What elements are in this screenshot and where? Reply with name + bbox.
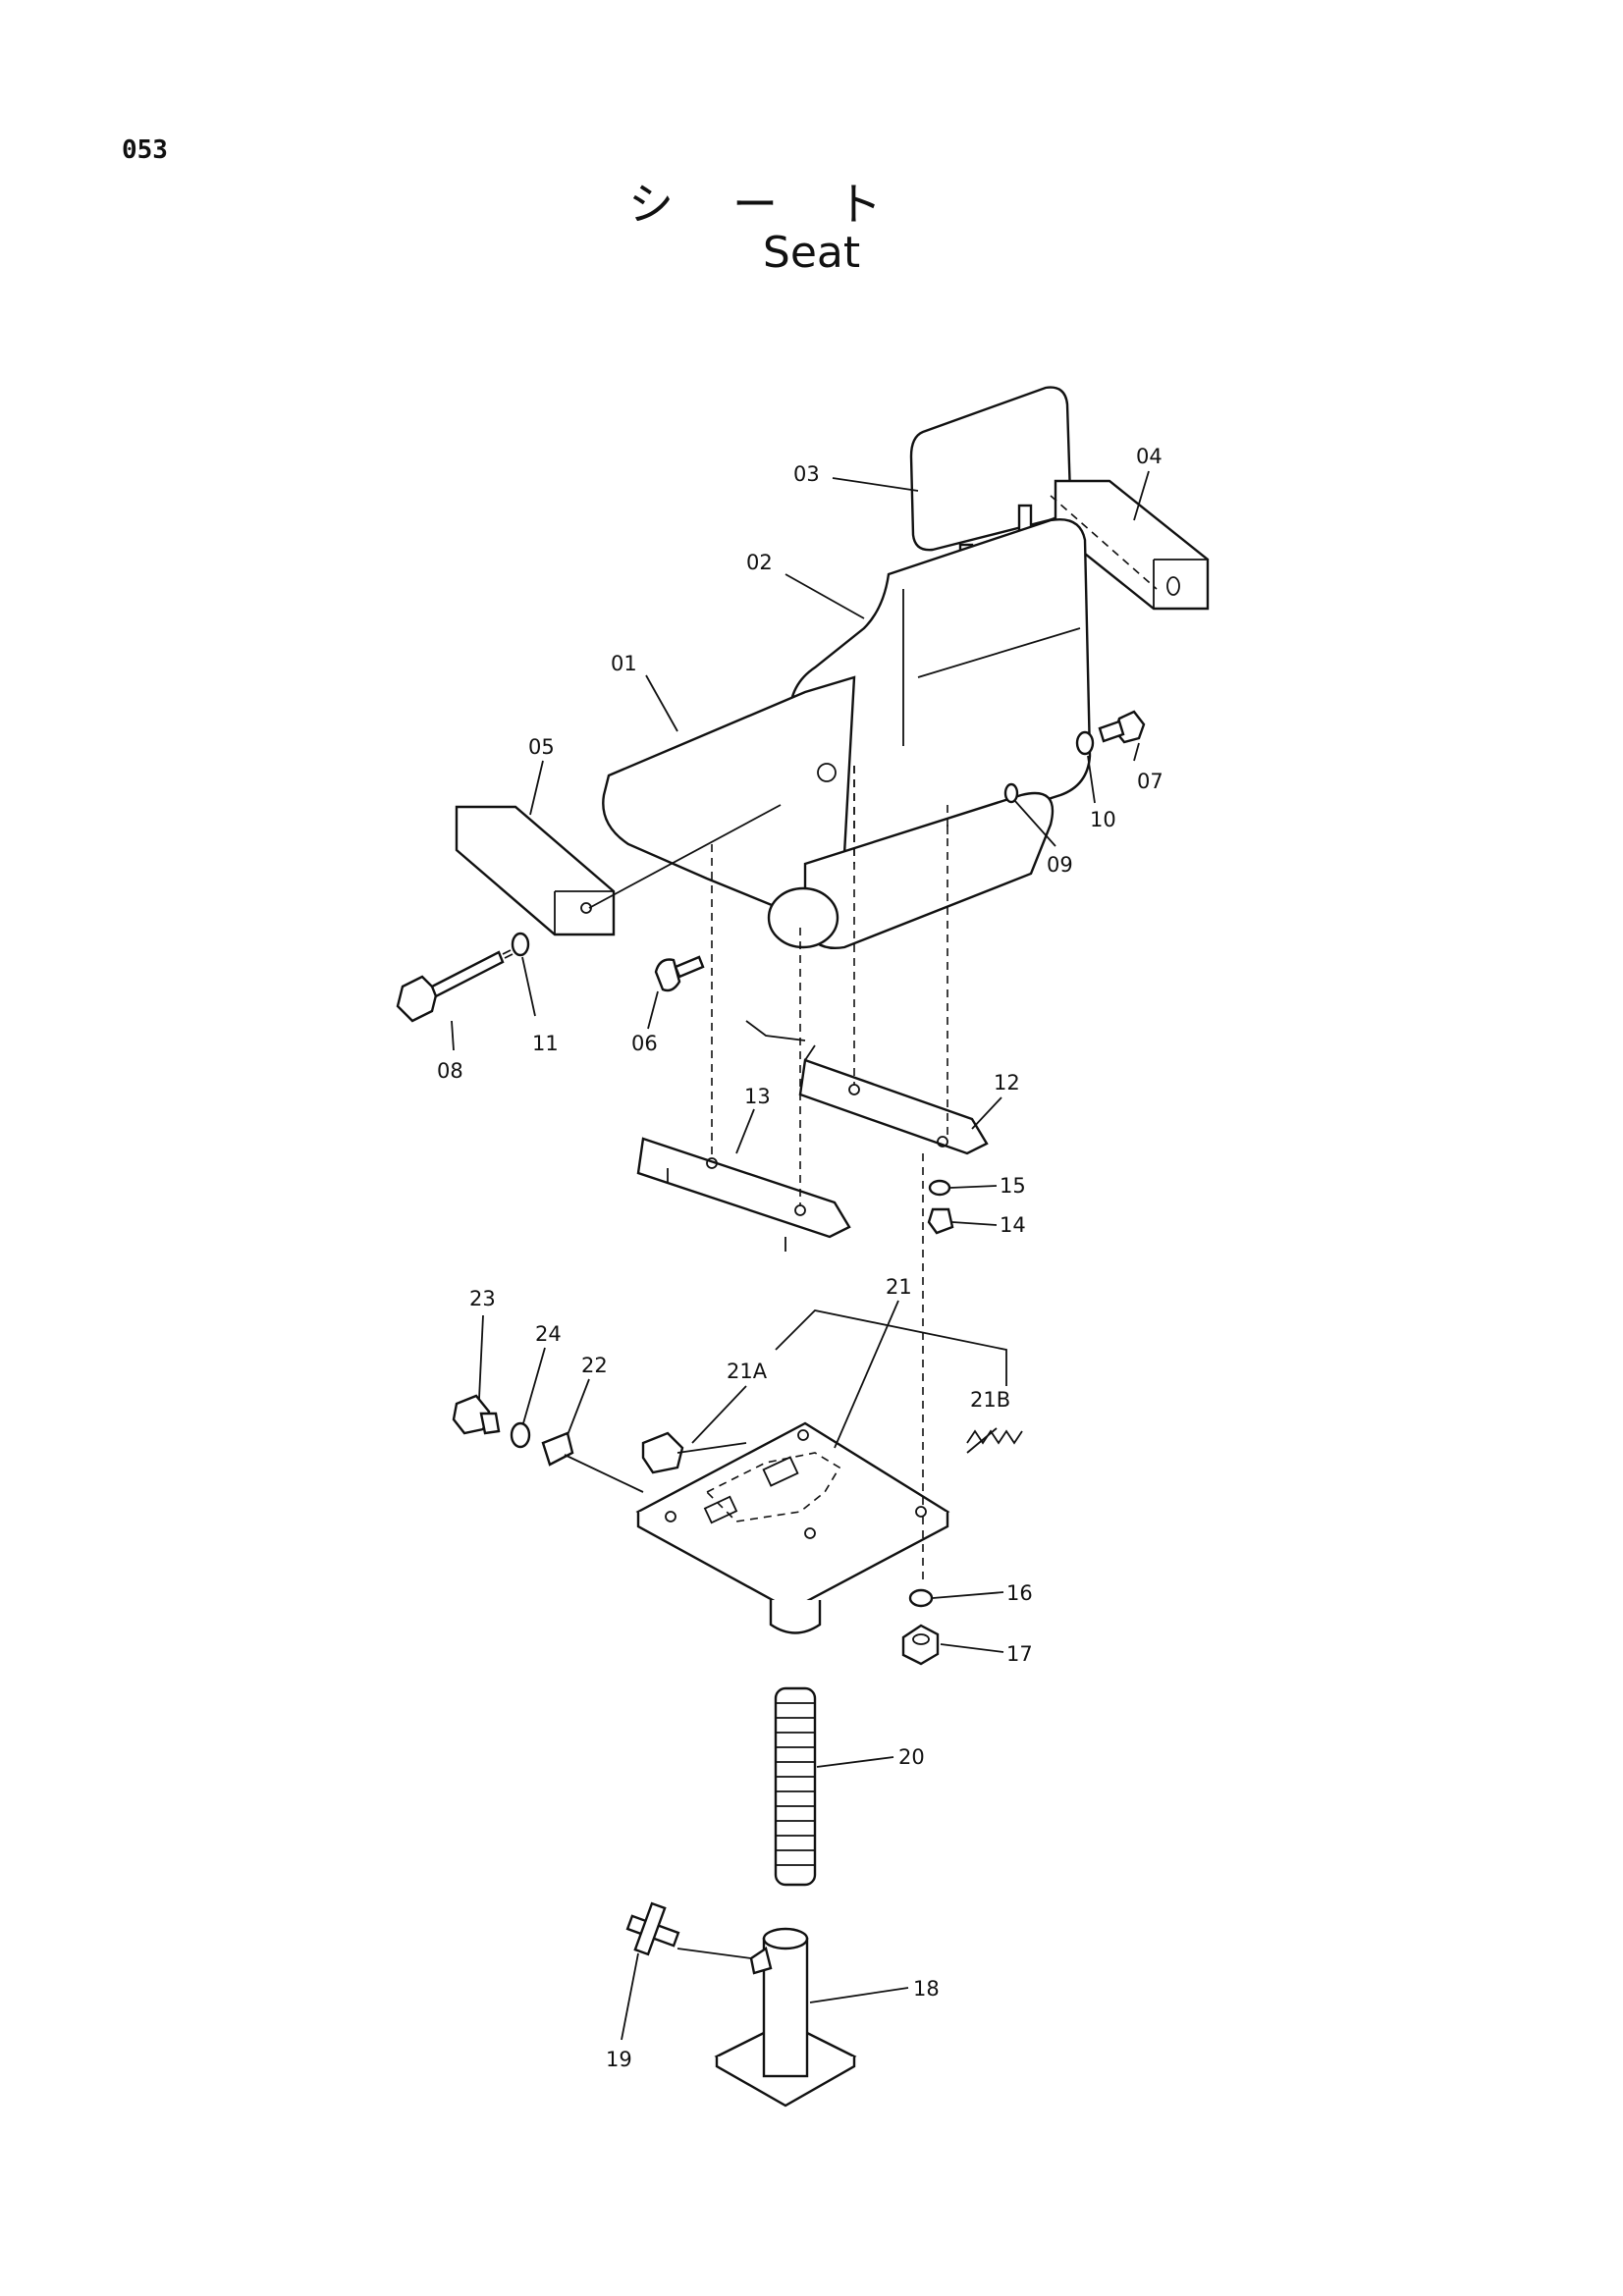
spring-20	[774, 1686, 817, 1887]
callout-23: 23	[469, 1287, 496, 1400]
nut-09	[1003, 782, 1019, 804]
label-20: 20	[898, 1745, 925, 1769]
callout-01: 01	[611, 652, 678, 732]
lever-knob-21a	[641, 1431, 747, 1474]
callout-21b: 21B	[966, 1388, 1010, 1454]
label-09: 09	[1047, 853, 1073, 877]
washer-16	[908, 1588, 934, 1608]
label-21b: 21B	[970, 1388, 1010, 1412]
label-21a: 21A	[727, 1360, 768, 1383]
callout-21a: 21A	[691, 1309, 1007, 1444]
callout-06: 06	[631, 990, 659, 1055]
label-04: 04	[1136, 445, 1163, 468]
bolt-07	[1098, 710, 1146, 744]
label-01: 01	[611, 652, 637, 675]
plate-socket	[769, 1600, 822, 1634]
base-plate	[635, 1153, 950, 1612]
callout-08: 08	[437, 1020, 463, 1083]
seat-cushion	[602, 675, 1055, 949]
callout-10: 10	[1087, 755, 1116, 831]
title-english: Seat	[762, 228, 861, 278]
slide-rail-left	[636, 844, 851, 1252]
label-02: 02	[746, 551, 773, 574]
callout-17: 17	[940, 1642, 1033, 1666]
label-16: 16	[1006, 1581, 1033, 1605]
callout-05: 05	[528, 735, 555, 816]
callout-04: 04	[1133, 445, 1163, 521]
callout-16: 16	[932, 1581, 1033, 1605]
bolt-14	[927, 1207, 954, 1235]
callout-22: 22	[567, 1354, 608, 1436]
callout-12: 12	[971, 1071, 1020, 1130]
title-japanese: シート	[628, 178, 941, 231]
label-14: 14	[1000, 1213, 1026, 1237]
label-13: 13	[744, 1085, 771, 1108]
label-06: 06	[631, 1032, 658, 1055]
bolt-06	[654, 955, 705, 992]
label-08: 08	[437, 1059, 463, 1083]
label-03: 03	[793, 462, 820, 486]
bolt-08	[396, 949, 514, 1023]
label-10: 10	[1090, 808, 1116, 831]
callout-20: 20	[816, 1745, 925, 1769]
bolt-23	[452, 1394, 501, 1435]
label-12: 12	[994, 1071, 1020, 1095]
callout-13: 13	[735, 1085, 771, 1154]
label-24: 24	[535, 1322, 562, 1346]
armrest-left	[455, 804, 782, 936]
label-21: 21	[886, 1275, 912, 1299]
washer-15	[928, 1179, 951, 1197]
label-05: 05	[528, 735, 555, 759]
callout-02: 02	[746, 551, 865, 619]
column-18	[714, 1927, 857, 2108]
callout-15: 15	[949, 1174, 1026, 1198]
label-11: 11	[532, 1032, 559, 1055]
washer-24	[510, 1421, 531, 1449]
label-22: 22	[581, 1354, 608, 1377]
t-handle-19	[625, 1901, 752, 1959]
callout-14: 14	[951, 1213, 1026, 1237]
callout-21: 21	[834, 1275, 912, 1449]
washer-11	[511, 932, 530, 957]
callout-11: 11	[521, 956, 559, 1055]
washer-10	[1075, 730, 1095, 756]
slide-rail-right	[745, 766, 989, 1155]
label-23: 23	[469, 1287, 496, 1310]
nut-17	[901, 1624, 940, 1666]
callout-18: 18	[809, 1977, 940, 2003]
label-15: 15	[1000, 1174, 1026, 1198]
callout-03: 03	[793, 462, 919, 492]
callout-24: 24	[522, 1322, 562, 1424]
label-17: 17	[1006, 1642, 1033, 1666]
bracket-22	[541, 1431, 644, 1493]
callout-09: 09	[1013, 799, 1073, 877]
label-18: 18	[913, 1977, 940, 2001]
page-number: 053	[122, 135, 168, 165]
spring-21b	[966, 1429, 1023, 1445]
callout-19: 19	[606, 1952, 639, 2071]
label-07: 07	[1137, 770, 1163, 793]
label-19: 19	[606, 2048, 632, 2071]
callout-07: 07	[1133, 742, 1163, 793]
